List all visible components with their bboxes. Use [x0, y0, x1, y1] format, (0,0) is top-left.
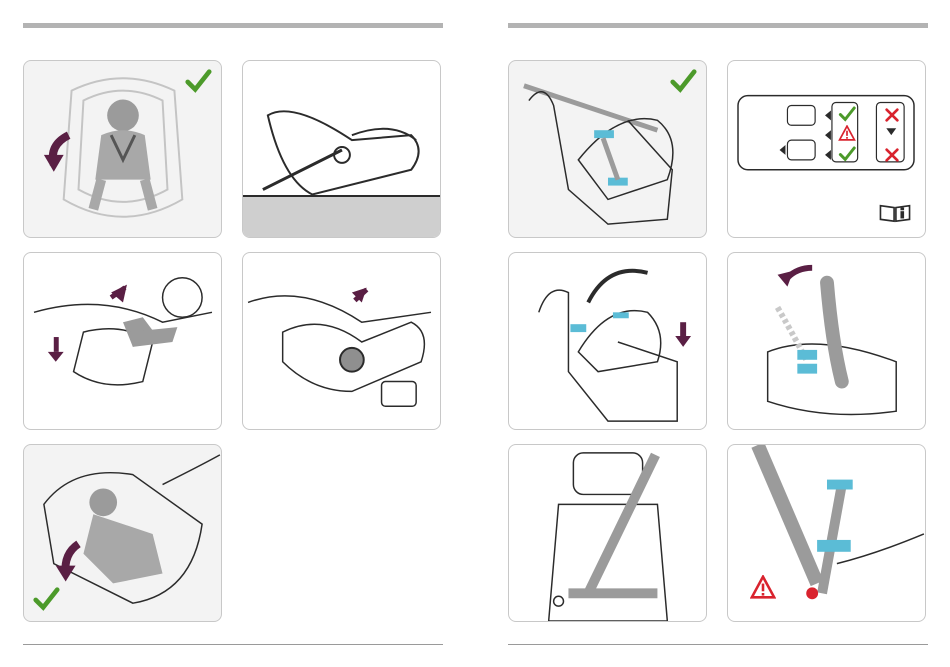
check-icon [184, 67, 212, 95]
right-page-header-bar [508, 23, 928, 28]
illustration-panel-car-seat-belt [508, 444, 707, 622]
left-page-footer-line [23, 644, 443, 645]
illustration-panel-belt-guides [727, 444, 926, 622]
illustration-panel-airbag-compatibility [727, 60, 926, 238]
check-icon [838, 145, 856, 163]
illustration-panel-handle-rotation [727, 252, 926, 430]
placing-seat-drawing [509, 253, 706, 429]
cross-icon [884, 107, 900, 123]
warning-icon [750, 575, 776, 599]
floor-surface [243, 195, 440, 237]
cross-icon [884, 147, 900, 163]
handle-rotation-drawing [728, 253, 925, 429]
illustration-panel-harness-insertion [23, 252, 222, 430]
check-icon [838, 105, 856, 123]
illustration-panel-seat-on-floor [242, 60, 441, 238]
illustration-panel-buckle-press [242, 252, 441, 430]
illustration-panel-baby-strapped-in [23, 444, 222, 622]
manual-info-icon [878, 203, 912, 223]
illustration-panel-seat-belt-routing [508, 60, 707, 238]
harness-drawing [24, 253, 221, 429]
check-icon [669, 67, 697, 95]
buckle-drawing [243, 253, 440, 429]
warning-icon [838, 125, 856, 141]
illustration-panel-placing-seat [508, 252, 707, 430]
right-page-footer-line [508, 644, 928, 645]
car-seat-belt-drawing [509, 445, 706, 621]
illustration-panel-baby-top-view [23, 60, 222, 238]
left-page-header-bar [23, 23, 443, 28]
check-icon [32, 585, 60, 613]
